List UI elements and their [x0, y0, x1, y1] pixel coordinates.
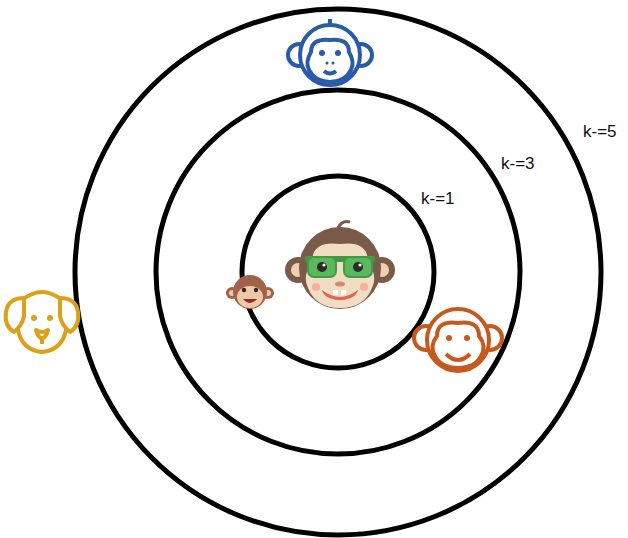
small-monkey-icon	[226, 275, 274, 309]
ring-label: k-=3	[500, 155, 536, 173]
center-monkey-icon	[285, 222, 395, 309]
dog-icon	[6, 292, 79, 352]
blue-monkey-icon	[288, 19, 372, 85]
outer-ring	[75, 9, 601, 535]
orange-monkey-icon	[414, 309, 502, 371]
ring-label: k-=5	[582, 123, 618, 141]
middle-ring	[156, 90, 520, 454]
ring-label: k-=1	[420, 190, 456, 208]
inner-ring	[242, 176, 434, 368]
